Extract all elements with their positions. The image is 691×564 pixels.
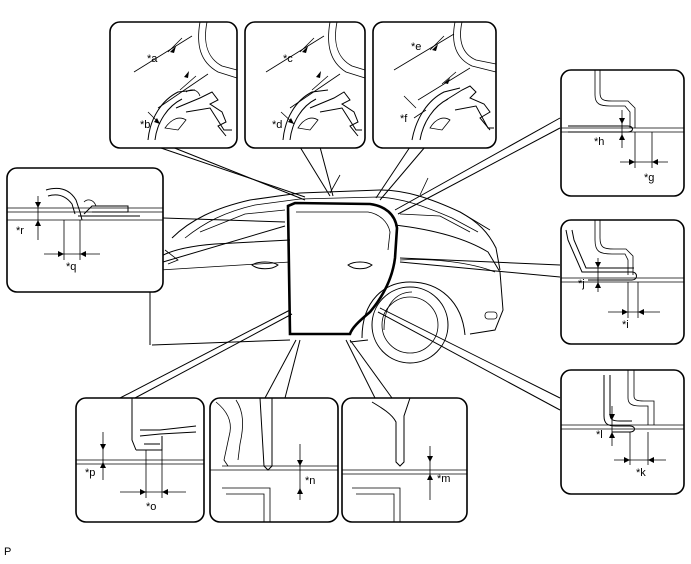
detail-box-hg [560, 69, 685, 197]
label-a: *a [147, 53, 158, 65]
detail-box-n [209, 397, 339, 523]
label-c: *c [283, 53, 293, 65]
label-n: *n [305, 475, 315, 487]
label-r: *r [16, 225, 24, 237]
detail-box-m [341, 397, 468, 523]
detail-box-rq [6, 167, 164, 293]
label-i: *i [622, 319, 629, 331]
label-p: *p [85, 467, 95, 479]
label-f: *f [400, 113, 408, 125]
detail-box-cd [244, 21, 366, 149]
label-l: *l [596, 429, 603, 441]
label-o: *o [146, 501, 156, 513]
detail-box-po [75, 397, 205, 523]
rear-door [286, 201, 399, 336]
label-b: *b [140, 119, 150, 131]
label-g: *g [644, 172, 654, 184]
leader-lines [119, 117, 561, 411]
detail-box-ef [372, 21, 497, 149]
label-d: *d [272, 119, 282, 131]
dimension-labels: *a *b *c *d *e *f *h *g *j *i *l *k *r *… [16, 41, 654, 513]
car-body [149, 174, 504, 364]
label-e: *e [411, 41, 421, 53]
detail-box-ab [109, 21, 238, 149]
label-j: *j [578, 278, 585, 290]
figure-id: P [4, 546, 12, 558]
label-q: *q [66, 261, 76, 273]
detail-box-lk [560, 369, 685, 495]
label-h: *h [594, 136, 604, 148]
label-k: *k [636, 467, 646, 479]
detail-box-ji [560, 219, 685, 345]
label-m: *m [437, 473, 450, 485]
